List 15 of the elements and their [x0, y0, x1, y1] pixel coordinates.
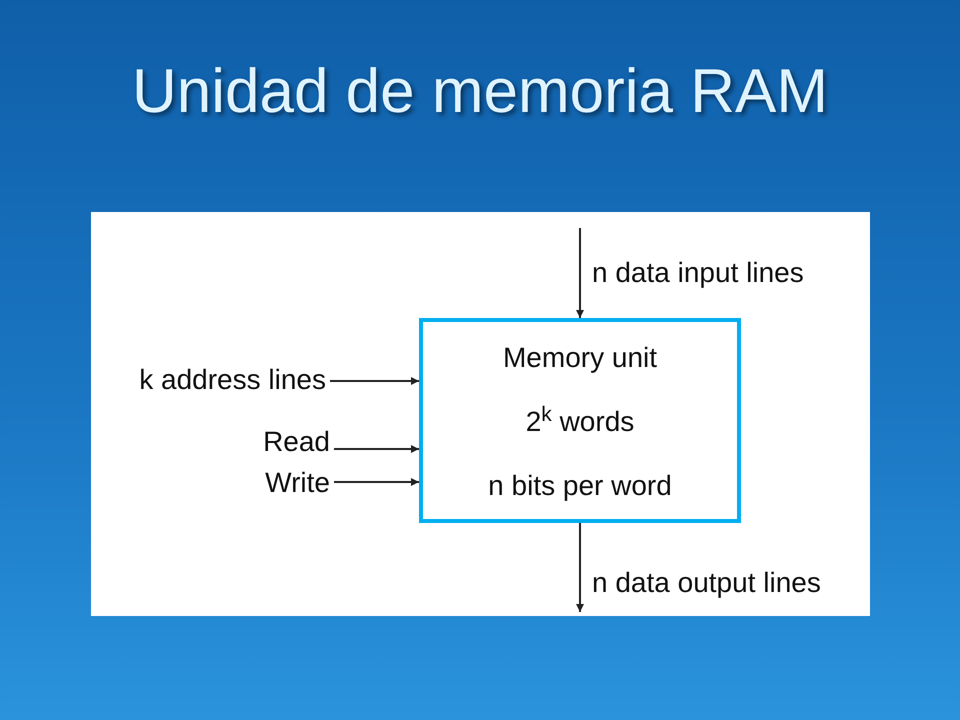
edge-label: n data output lines	[592, 566, 821, 600]
signal-label: Read	[240, 424, 330, 460]
arrow	[576, 228, 584, 318]
arrow	[330, 377, 419, 385]
box-text: n bits per word	[488, 469, 672, 503]
signal-label: Write	[240, 465, 330, 501]
arrow	[334, 478, 419, 486]
signal-label: k address lines	[100, 362, 326, 398]
memory-unit-box	[419, 318, 741, 523]
box-text: Memory unit	[502, 341, 658, 375]
slide-title: Unidad de memoria RAM	[130, 56, 830, 128]
arrow	[576, 523, 584, 612]
arrow	[334, 445, 419, 453]
edge-label: n data input lines	[592, 256, 804, 290]
box-text: 2$^{k}$ words	[526, 404, 634, 439]
